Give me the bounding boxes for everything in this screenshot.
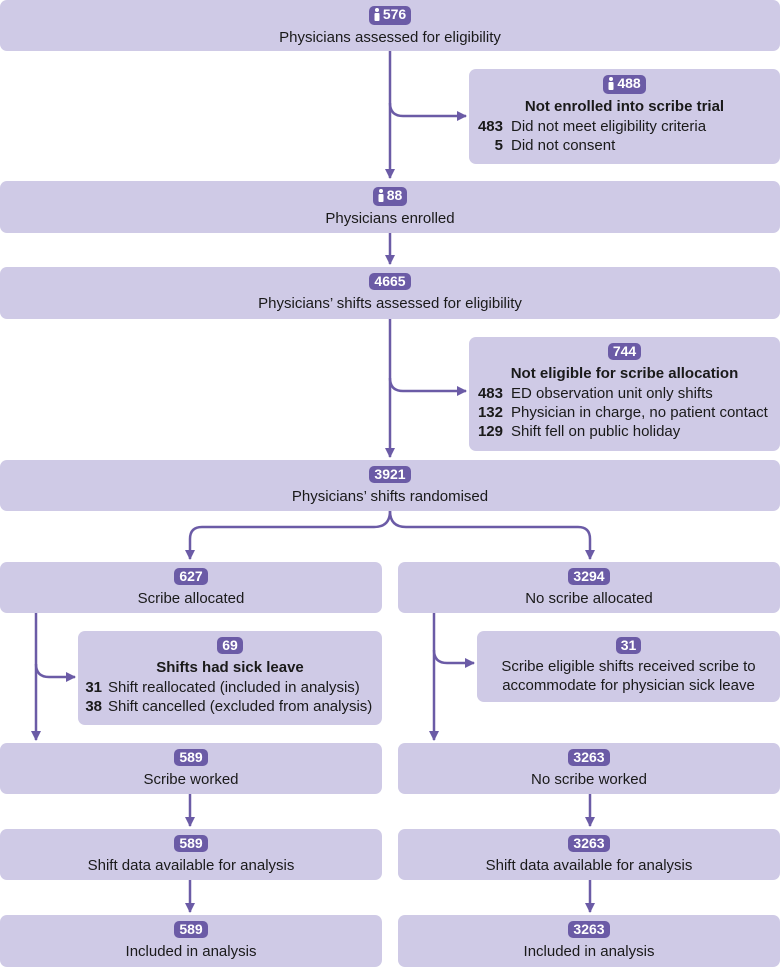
scribe-allocated-box: 627 Scribe allocated — [0, 562, 382, 613]
randomised-box: 3921 Physicians’ shifts randomised — [0, 460, 780, 511]
count-badge: 31 — [615, 637, 642, 654]
box-label: Included in analysis — [523, 943, 655, 960]
arrow-to-sick-leave — [34, 663, 76, 682]
box-label: Physicians assessed for eligibility — [279, 29, 501, 46]
box-label: Shift data available for analysis — [485, 857, 693, 874]
split-line — [185, 510, 392, 560]
box-label: Physicians’ shifts randomised — [291, 488, 489, 505]
count-badge: 589 — [174, 749, 208, 766]
data-available-right-box: 3263 Shift data available for analysis — [398, 829, 780, 880]
box-label: Shift data available for analysis — [87, 857, 295, 874]
arrow-to-not-eligible — [388, 377, 467, 396]
count-badge: 744 — [607, 343, 642, 360]
count-badge: 88 — [372, 187, 408, 206]
count-badge: 69 — [217, 637, 243, 654]
count-badge: 4665 — [369, 273, 411, 290]
no-scribe-allocated-box: 3294 No scribe allocated — [398, 562, 780, 613]
count-badge: 589 — [174, 921, 208, 938]
box-label: Physicians’ shifts assessed for eligibil… — [258, 295, 522, 312]
count-badge: 3263 — [568, 835, 610, 852]
sick-cover-box: 31 Scribe eligible shifts received scrib… — [477, 631, 780, 702]
box-label: No scribe allocated — [525, 590, 653, 607]
included-right-box: 3263 Included in analysis — [398, 915, 780, 967]
count-badge: 589 — [174, 835, 208, 852]
box-title: Shifts had sick leave — [156, 659, 304, 676]
count-badge: 627 — [174, 568, 208, 585]
box-label: Included in analysis — [125, 943, 257, 960]
person-icon — [374, 8, 380, 25]
assessed-box: 576 Physicians assessed for eligibility — [0, 0, 780, 51]
no-scribe-worked-box: 3263 No scribe worked — [398, 743, 780, 794]
not-eligible-box: 744 Not eligible for scribe allocation 4… — [469, 337, 780, 451]
box-label: Scribe worked — [143, 771, 239, 788]
included-left-box: 589 Included in analysis — [0, 915, 382, 967]
data-available-left-box: 589 Shift data available for analysis — [0, 829, 382, 880]
box-label: Physicians enrolled — [325, 210, 455, 227]
shifts-assessed-box: 4665 Physicians’ shifts assessed for eli… — [0, 267, 780, 319]
count-badge: 3921 — [369, 466, 411, 483]
count-badge: 3263 — [568, 749, 610, 766]
person-icon — [608, 77, 614, 94]
box-label: Scribe allocated — [137, 590, 245, 607]
arrow-to-sick-cover — [432, 649, 475, 668]
box-title: Not eligible for scribe allocation — [510, 365, 739, 382]
box-label: No scribe worked — [531, 771, 647, 788]
split-line-right — [388, 510, 595, 560]
arrow-to-not-enrolled — [388, 102, 467, 121]
box-title: Not enrolled into scribe trial — [524, 98, 725, 115]
count-badge: 488 — [603, 75, 646, 94]
person-icon — [378, 189, 384, 206]
enrolled-box: 88 Physicians enrolled — [0, 181, 780, 233]
count-badge: 3263 — [568, 921, 610, 938]
scribe-worked-box: 589 Scribe worked — [0, 743, 382, 794]
box-label: Scribe eligible shifts received scribe t… — [501, 658, 756, 694]
count-badge: 576 — [368, 6, 412, 25]
count-badge: 3294 — [568, 568, 610, 585]
